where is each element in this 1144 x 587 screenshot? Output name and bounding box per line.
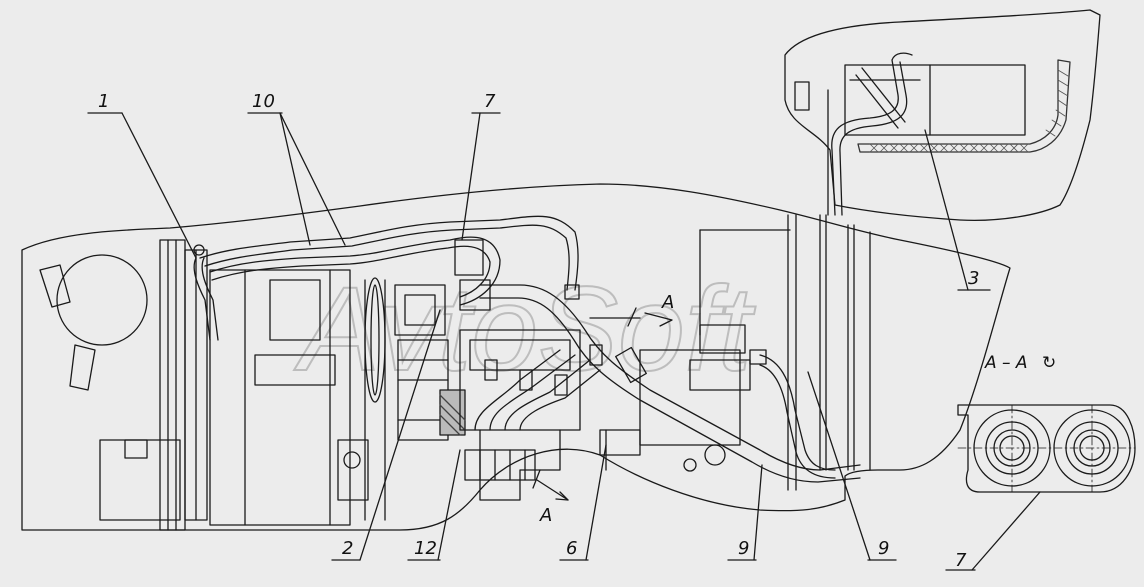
callout-6: 6 [566,538,577,559]
cabin-bracket [794,81,810,111]
pipe-10-upper [199,215,579,291]
section-arrow-upper [644,312,673,327]
callout-10: 10 [252,91,275,112]
section-arrow-lower [536,479,569,501]
hose-left [193,257,211,341]
callout-3: 3 [968,268,979,289]
bolt [704,444,726,466]
pipe-10-lower-inner [211,245,491,298]
pipe-9-upper [759,354,836,471]
leader-3 [924,129,969,291]
engine-block [209,269,351,526]
pipe-3 [831,52,913,216]
engine-block-detail [254,354,336,386]
filter-cap [699,324,746,354]
section-label-upper: A [661,292,674,313]
pipe-clamp [615,346,647,384]
fuel-line [504,359,591,431]
callout-7-bottom: 7 [955,550,967,571]
pipe-9-lower [479,284,861,471]
cabin-inset-outline [784,9,1101,221]
pipe-10-lower [209,236,501,306]
bracket-block [124,439,148,459]
fan-blade [39,264,71,308]
radiator-core [159,239,186,531]
generator [394,284,446,336]
section-label-lower: A [539,505,552,526]
callout-9a: 9 [738,538,749,559]
callout-7-top: 7 [484,91,496,112]
fan-hub [56,254,148,346]
section-view-title: А – А [984,353,1028,373]
starter [337,439,369,501]
pipe-fitting [749,349,767,365]
fan-blade [69,344,96,391]
thermostat-housing [454,239,484,276]
fuel-line [519,369,601,431]
fuel-line [489,354,576,431]
pipe-9-lower-inner [479,297,861,483]
callout-2: 2 [342,538,353,559]
callout-9b: 9 [878,538,889,559]
rotation-icon: ↻ [1042,353,1056,373]
engine-outline [21,183,1011,531]
pipe-3-branch [855,67,906,129]
section-a-a-detail [957,404,1136,493]
fitting-1 [193,244,205,256]
callout-12: 12 [414,538,437,559]
callout-1: 1 [98,91,109,112]
heater-box [844,64,1026,136]
pump-section [464,449,536,481]
engine-right-block [639,349,741,446]
engine-block-detail [269,279,321,341]
insulation-hatch [857,59,1071,153]
pipe-9-upper-inner [759,364,836,479]
pipe-10-upper-inner [204,224,570,291]
